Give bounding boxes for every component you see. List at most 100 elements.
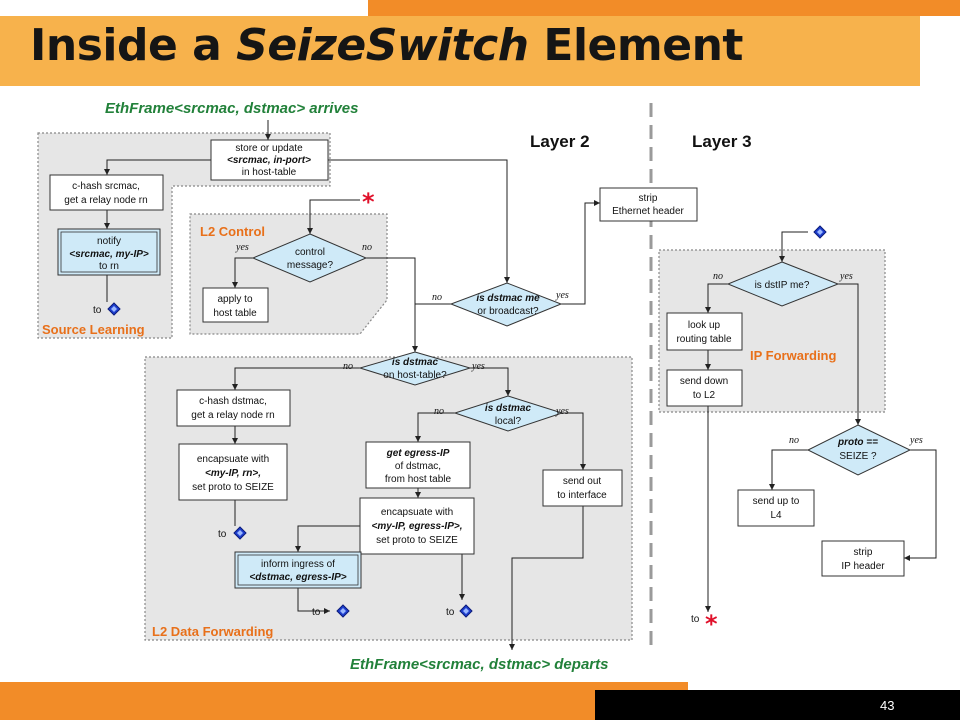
node-on-host-table: is dstmac on host-table? no yes bbox=[343, 351, 485, 386]
svg-text:send out: send out bbox=[563, 476, 602, 487]
svg-text:yes: yes bbox=[235, 242, 249, 253]
svg-text:is dstmac: is dstmac bbox=[485, 403, 532, 414]
svg-text:local?: local? bbox=[495, 416, 522, 427]
svg-text:<my-IP, egress-IP>,: <my-IP, egress-IP>, bbox=[372, 521, 463, 532]
svg-text:apply to: apply to bbox=[217, 294, 252, 305]
layer3-label: Layer 3 bbox=[692, 132, 752, 151]
svg-text:notify: notify bbox=[97, 236, 121, 247]
node-proto-seize: proto == SEIZE ? no yes bbox=[789, 424, 923, 476]
svg-text:is dstmac me: is dstmac me bbox=[476, 293, 540, 304]
svg-text:to interface: to interface bbox=[557, 490, 607, 501]
node-chash-srcmac: c-hash srcmac, get a relay node rn bbox=[49, 174, 164, 211]
page-number: 43 bbox=[880, 698, 895, 713]
svg-text:no: no bbox=[713, 271, 723, 282]
node-is-dstmac-me: is dstmac me or broadcast? no yes bbox=[432, 282, 569, 327]
node-notify: notify <srcmac, my-IP> to rn bbox=[57, 228, 161, 276]
l2-data-forwarding-label: L2 Data Forwarding bbox=[152, 624, 273, 639]
svg-text:from host table: from host table bbox=[385, 474, 452, 485]
svg-text:strip: strip bbox=[854, 547, 873, 558]
svg-text:of dstmac,: of dstmac, bbox=[395, 461, 441, 472]
svg-text:<dstmac, egress-IP>: <dstmac, egress-IP> bbox=[249, 572, 346, 583]
node-lookup-routing: look up routing table bbox=[666, 312, 743, 351]
node-is-dstip-me: is dstIP me? no yes bbox=[713, 261, 853, 307]
svg-text:SEIZE ?: SEIZE ? bbox=[839, 451, 877, 462]
svg-text:send down: send down bbox=[680, 376, 728, 387]
node-encap-rn: encapsuate with <my-IP, rn>, set proto t… bbox=[178, 443, 288, 501]
footer-black-bar bbox=[595, 690, 960, 720]
svg-text:yes: yes bbox=[555, 290, 569, 301]
svg-text:proto ==: proto == bbox=[837, 437, 878, 448]
svg-text:IP header: IP header bbox=[841, 561, 885, 572]
svg-text:inform ingress of: inform ingress of bbox=[261, 559, 335, 570]
svg-text:no: no bbox=[343, 361, 353, 372]
to-connector-source: to bbox=[93, 302, 121, 316]
l3-entry-connector bbox=[813, 225, 827, 239]
node-strip-ethernet: strip Ethernet header bbox=[599, 187, 698, 222]
node-send-down: send down to L2 bbox=[666, 369, 743, 407]
node-chash-dstmac: c-hash dstmac, get a relay node rn bbox=[176, 389, 291, 427]
svg-text:*: * bbox=[705, 610, 718, 638]
svg-text:L4: L4 bbox=[770, 510, 782, 521]
node-inform-ingress: inform ingress of <dstmac, egress-IP> bbox=[234, 551, 362, 589]
svg-text:on host-table?: on host-table? bbox=[383, 370, 447, 381]
departs-label: EthFrame<srcmac, dstmac> departs bbox=[350, 656, 608, 673]
svg-text:host table: host table bbox=[213, 308, 257, 319]
svg-text:encapsuate with: encapsuate with bbox=[197, 454, 269, 465]
svg-text:is dstmac: is dstmac bbox=[392, 357, 439, 368]
svg-text:yes: yes bbox=[555, 406, 569, 417]
source-learning-label: Source Learning bbox=[42, 322, 145, 337]
top-accent-bar bbox=[368, 0, 960, 16]
to-star-l3: to * bbox=[691, 610, 718, 638]
to-connector-data-3: to bbox=[446, 604, 473, 618]
svg-text:to rn: to rn bbox=[99, 261, 119, 272]
svg-text:encapsuate with: encapsuate with bbox=[381, 507, 453, 518]
svg-text:set proto to SEIZE: set proto to SEIZE bbox=[376, 535, 458, 546]
svg-text:strip: strip bbox=[639, 193, 658, 204]
star-marker-l2: * bbox=[362, 188, 375, 216]
svg-text:<my-IP, rn>,: <my-IP, rn>, bbox=[205, 468, 261, 479]
slide-title: Inside a SeizeSwitch Element bbox=[30, 20, 743, 71]
svg-text:get egress-IP: get egress-IP bbox=[386, 448, 450, 459]
svg-text:store or update: store or update bbox=[235, 143, 303, 154]
svg-text:look up: look up bbox=[688, 320, 721, 331]
node-encap-egress: encapsuate with <my-IP, egress-IP>, set … bbox=[359, 497, 475, 555]
svg-text:<srcmac, my-IP>: <srcmac, my-IP> bbox=[69, 249, 149, 260]
svg-text:to: to bbox=[312, 607, 321, 618]
footer-accent-bar bbox=[0, 682, 688, 720]
layer2-label: Layer 2 bbox=[530, 132, 590, 151]
svg-text:yes: yes bbox=[839, 271, 853, 282]
svg-text:get a relay node rn: get a relay node rn bbox=[64, 195, 147, 206]
svg-text:to: to bbox=[218, 529, 227, 540]
node-get-egress: get egress-IP of dstmac, from host table bbox=[365, 441, 471, 489]
node-send-up: send up to L4 bbox=[737, 489, 815, 527]
node-apply: apply to host table bbox=[202, 287, 269, 323]
l2-control-label: L2 Control bbox=[200, 224, 265, 239]
svg-text:to L2: to L2 bbox=[693, 390, 716, 401]
svg-text:no: no bbox=[362, 242, 372, 253]
svg-text:yes: yes bbox=[909, 435, 923, 446]
svg-text:c-hash dstmac,: c-hash dstmac, bbox=[199, 396, 267, 407]
svg-text:routing table: routing table bbox=[676, 334, 731, 345]
svg-text:is dstIP me?: is dstIP me? bbox=[755, 280, 810, 291]
svg-text:control: control bbox=[295, 247, 325, 258]
title-band bbox=[0, 16, 920, 86]
ip-forwarding-label: IP Forwarding bbox=[750, 348, 836, 363]
node-control-message: control message? yes no bbox=[235, 233, 372, 283]
svg-text:set proto to SEIZE: set proto to SEIZE bbox=[192, 482, 274, 493]
svg-text:to: to bbox=[93, 305, 102, 316]
svg-text:no: no bbox=[789, 435, 799, 446]
svg-text:send up to: send up to bbox=[753, 496, 800, 507]
to-connector-data-1: to bbox=[218, 526, 247, 540]
node-send-out: send out to interface bbox=[542, 469, 623, 507]
svg-text:<srcmac, in-port>: <srcmac, in-port> bbox=[227, 155, 311, 166]
svg-text:yes: yes bbox=[471, 361, 485, 372]
node-strip-ip: strip IP header bbox=[821, 540, 905, 577]
svg-text:or broadcast?: or broadcast? bbox=[477, 306, 539, 317]
to-connector-data-2: to bbox=[312, 604, 350, 618]
connector-lines bbox=[104, 120, 937, 650]
svg-text:get a relay node rn: get a relay node rn bbox=[191, 410, 274, 421]
svg-text:c-hash srcmac,: c-hash srcmac, bbox=[72, 181, 140, 192]
svg-text:no: no bbox=[432, 292, 442, 303]
svg-text:message?: message? bbox=[287, 260, 334, 271]
